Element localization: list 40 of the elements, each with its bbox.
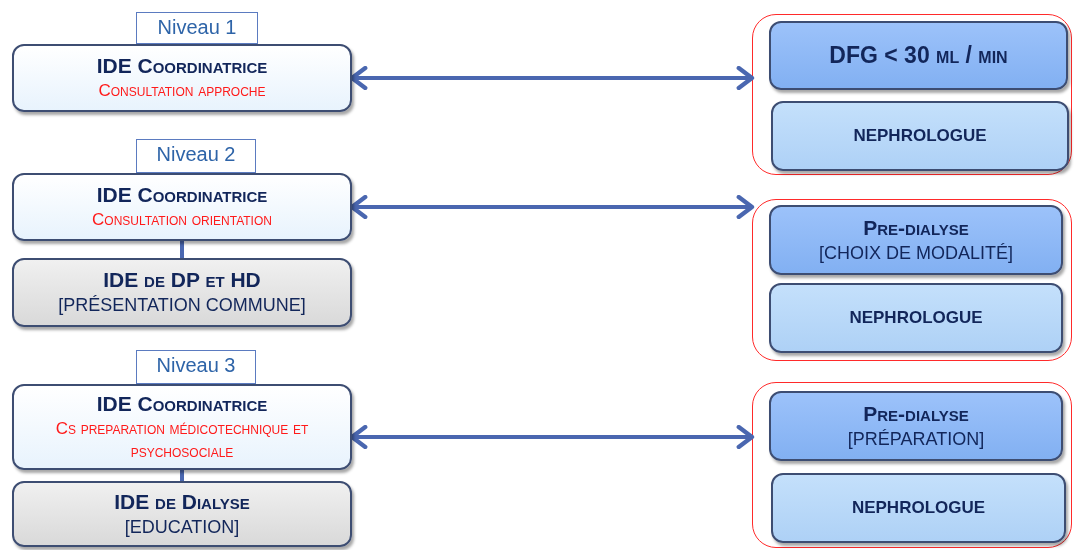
- level-label: Niveau 3: [155, 355, 237, 375]
- box-subtitle: [PRÉPARATION]: [846, 427, 986, 451]
- box-title: NEPHROLOGUE: [852, 125, 988, 148]
- connector-line: [180, 470, 184, 481]
- box-subtitle: [PRÉSENTATION COMMUNE]: [57, 294, 307, 318]
- level-label: Niveau 2: [155, 144, 237, 164]
- box-subtitle: Consultation approche: [97, 80, 267, 103]
- box-subtitle: [CHOIX DE MODALITÉ]: [818, 241, 1014, 265]
- box-subtitle: Cs preparation médicotechnique et psychosociale: [54, 417, 310, 464]
- level-tab: [136, 12, 258, 44]
- box-title: IDE Coordinatrice: [95, 53, 269, 80]
- criterion-box: [769, 21, 1068, 90]
- role-box: [12, 384, 352, 470]
- box-subtitle: Consultation orientation: [91, 209, 273, 232]
- group-frame: [752, 14, 1072, 175]
- box-title: IDE de Dialyse: [113, 488, 251, 515]
- box-title: IDE de DP et HD: [102, 267, 262, 293]
- box-title: DFG < 30 ml / min: [828, 41, 1009, 71]
- box-title: IDE Coordinatrice: [95, 390, 269, 417]
- box-title: Pre-dialyse: [862, 214, 970, 241]
- group-frame: [752, 199, 1072, 361]
- level-label: Niveau 1: [156, 17, 238, 37]
- box-title: IDE Coordinatrice: [95, 182, 269, 209]
- role-box: [12, 258, 352, 327]
- role-box: [12, 481, 352, 547]
- box-subtitle: [EDUCATION]: [123, 515, 241, 539]
- box-title: NEPHROLOGUE: [848, 307, 984, 330]
- role-box: [769, 283, 1063, 353]
- box-title: NEPHROLOGUE: [850, 497, 987, 520]
- connector-line: [180, 241, 184, 258]
- role-box: [12, 44, 352, 112]
- box-title: Pre-dialyse: [862, 400, 970, 427]
- role-box: [771, 473, 1066, 543]
- level-tab: [136, 350, 256, 384]
- role-box: [771, 101, 1069, 171]
- stage-box: [769, 205, 1063, 275]
- role-box: [12, 173, 352, 241]
- level-tab: [136, 139, 256, 173]
- stage-box: [769, 391, 1063, 461]
- group-frame: [752, 382, 1072, 548]
